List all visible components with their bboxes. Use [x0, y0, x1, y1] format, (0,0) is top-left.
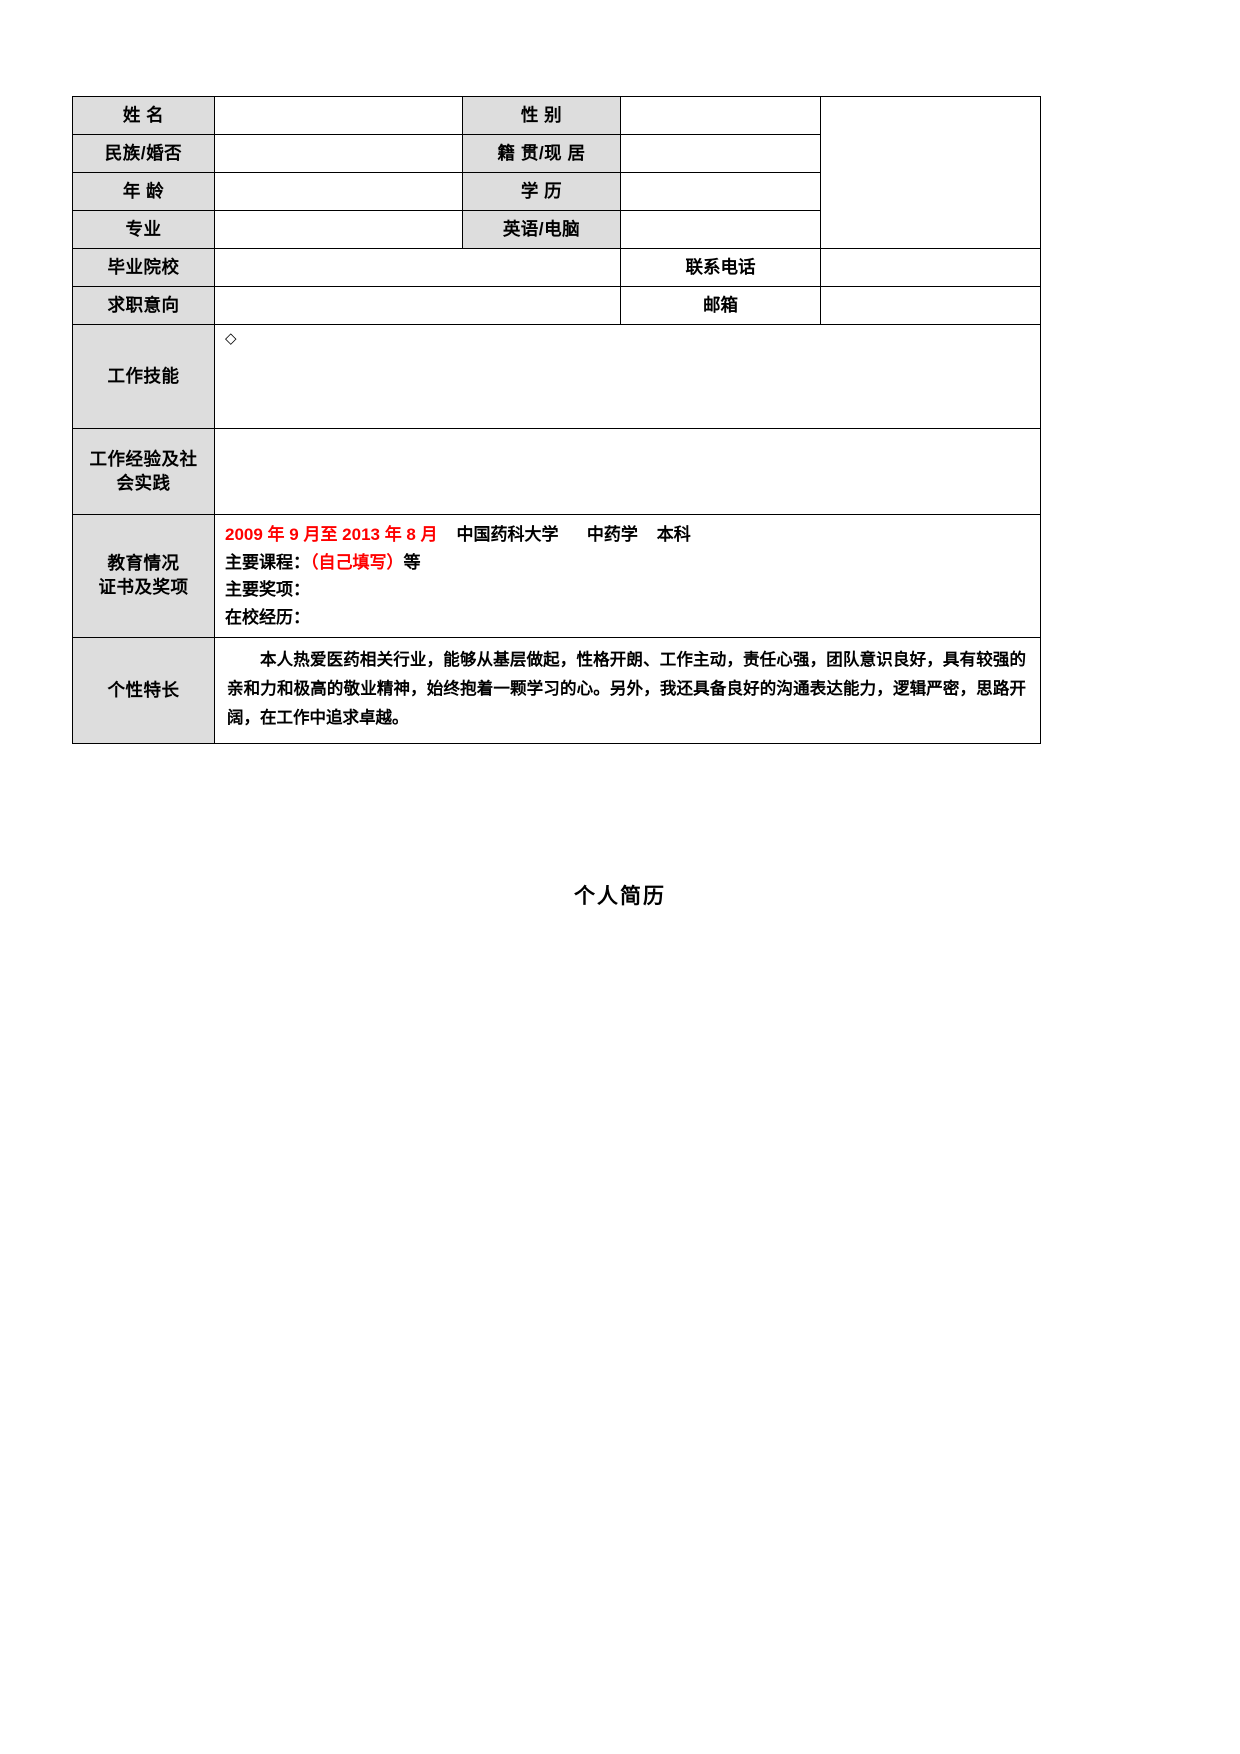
traits-text-block: 本人热爱医药相关行业，能够从基层做起，性格开朗、工作主动，责任心强，团队意识良好… — [225, 644, 1030, 737]
photo-placeholder[interactable] — [820, 96, 1041, 249]
education-campus-line: 在校经历： — [225, 607, 310, 627]
field-education[interactable]: 2009 年 9 月至 2013 年 8 月 中国药科大学 中药学 本科 主要课… — [214, 513, 1041, 639]
field-job-intention[interactable] — [214, 286, 621, 325]
table-row-ethnicity: 民族/婚否 籍 贯/现 居 — [72, 134, 1041, 173]
table-row-education: 教育情况 证书及奖项 2009 年 9 月至 2013 年 8 月 中国药科大学… — [72, 513, 1041, 639]
label-education-level: 学 历 — [462, 172, 621, 211]
label-education-line1: 教育情况 — [107, 553, 180, 574]
education-school: 中国药科大学 — [456, 525, 559, 544]
field-phone[interactable] — [820, 248, 1041, 287]
education-entry-line: 2009 年 9 月至 2013 年 8 月 中国药科大学 中药学 本科 — [225, 521, 1030, 549]
field-ethnicity-marriage[interactable] — [214, 134, 463, 173]
label-work-experience-line2: 会实践 — [116, 472, 171, 493]
label-job-intention: 求职意向 — [72, 286, 215, 325]
table-row-age: 年 龄 学 历 — [72, 172, 1041, 211]
page-title: 个人简历 — [574, 885, 666, 908]
education-awards-line: 主要奖项： — [225, 580, 310, 600]
label-education-line2: 证书及奖项 — [98, 577, 189, 598]
field-work-skills[interactable]: ◇ — [214, 324, 1041, 429]
table-row-traits: 个性特长 本人热爱医药相关行业，能够从基层做起，性格开朗、工作主动，责任心强，团… — [72, 637, 1041, 744]
field-traits[interactable]: 本人热爱医药相关行业，能够从基层做起，性格开朗、工作主动，责任心强，团队意识良好… — [214, 637, 1041, 744]
education-courses-line: 主要课程：（自己填写）等 — [225, 549, 1030, 577]
label-work-experience-line1: 工作经验及社 — [89, 448, 198, 469]
label-work-experience: 工作经验及社 会实践 — [72, 428, 215, 515]
field-hometown-residence[interactable] — [620, 134, 821, 173]
table-row-work-skills: 工作技能 ◇ — [72, 324, 1041, 429]
field-major[interactable] — [214, 210, 463, 249]
label-email: 邮箱 — [620, 286, 821, 325]
field-work-experience[interactable] — [214, 428, 1041, 515]
label-phone: 联系电话 — [620, 248, 821, 287]
education-degree: 本科 — [656, 525, 691, 544]
table-row-name: 姓 名 性 别 — [72, 96, 1041, 249]
field-education-level[interactable] — [620, 172, 821, 211]
table-row-school: 毕业院校 联系电话 — [72, 248, 1041, 287]
table-row-job-intention: 求职意向 邮箱 — [72, 286, 1041, 325]
education-courses-label: 主要课程： — [225, 552, 310, 572]
education-major: 中药学 — [586, 525, 638, 544]
label-gender: 性 别 — [462, 96, 621, 135]
label-traits: 个性特长 — [72, 637, 215, 744]
label-name: 姓 名 — [72, 96, 215, 135]
label-major: 专业 — [72, 210, 215, 249]
diamond-bullet-icon: ◇ — [225, 330, 237, 347]
table-row-major: 专业 英语/电脑 — [72, 210, 1041, 249]
label-hometown-residence: 籍 贯/现 居 — [462, 134, 621, 173]
field-school[interactable] — [214, 248, 621, 287]
field-age[interactable] — [214, 172, 463, 211]
label-ethnicity-marriage: 民族/婚否 — [72, 134, 215, 173]
field-gender[interactable] — [620, 96, 821, 135]
resume-table: 姓 名 性 别 民族/婚否 籍 贯/现 居 年 龄 学 历 — [72, 96, 1041, 744]
label-work-skills: 工作技能 — [72, 324, 215, 429]
education-courses-placeholder: （自己填写） — [310, 552, 404, 572]
label-english-computer: 英语/电脑 — [462, 210, 621, 249]
traits-paragraph: 本人热爱医药相关行业，能够从基层做起，性格开朗、工作主动，责任心强，团队意识良好… — [227, 651, 1026, 727]
table-row-work-experience: 工作经验及社 会实践 — [72, 428, 1041, 515]
field-email[interactable] — [820, 286, 1041, 325]
field-english-computer[interactable] — [620, 210, 821, 249]
label-age: 年 龄 — [72, 172, 215, 211]
label-school: 毕业院校 — [72, 248, 215, 287]
education-courses-suffix: 等 — [403, 552, 421, 572]
education-date: 2009 年 9 月至 2013 年 8 月 — [225, 525, 438, 544]
label-education: 教育情况 证书及奖项 — [72, 513, 215, 639]
field-name[interactable] — [214, 96, 463, 135]
